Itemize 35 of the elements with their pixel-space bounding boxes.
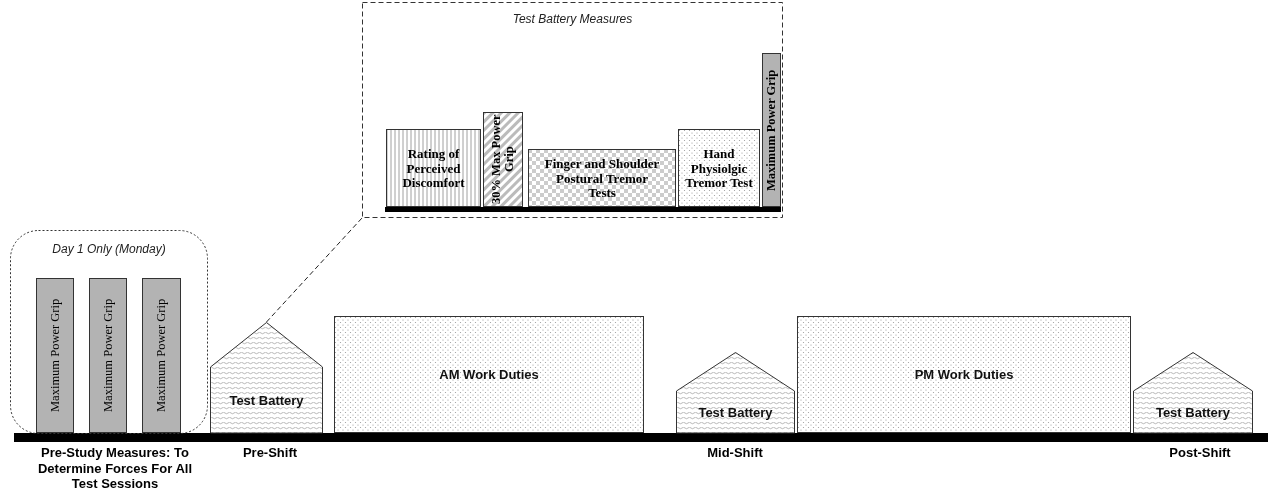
block-label: Test Battery [228, 391, 305, 410]
panel-title: Day 1 Only (Monday) [51, 242, 167, 256]
panel-title: Test Battery Measures [511, 12, 634, 26]
bar-label: Hand Physiolgic Tremor Test [684, 144, 754, 193]
measure-bar [762, 53, 781, 207]
phase-label: Mid-Shift [706, 445, 764, 461]
measure-bar [528, 149, 676, 207]
block-label: AM Work Duties [438, 366, 540, 384]
bar-label: Maximum Power Grip [763, 68, 779, 193]
phase-label: Pre-Shift [241, 445, 299, 461]
block-label: Test Battery [697, 403, 774, 422]
block-label: PM Work Duties [913, 366, 1015, 384]
callout-line [266, 217, 363, 323]
measure-bar [386, 129, 481, 207]
block-label: Test Battery [1154, 403, 1232, 422]
measure-bar [483, 112, 523, 207]
bar-label: Rating of Perceived Discomfort [401, 144, 466, 193]
phase-label: Post-Shift [1168, 445, 1232, 461]
callout-panel [362, 2, 783, 218]
bar-label: Finger and Shoulder Postural Tremor Tests [543, 154, 661, 203]
bar-label: 30% Max Power Grip [487, 113, 517, 207]
phase-label: Pre-Study Measures: To Determine Forces For All Test Sessions [36, 445, 194, 492]
bar-label: Maximum Power Grip [99, 297, 116, 415]
work-block [334, 316, 644, 433]
measure-bar [678, 129, 760, 207]
bar-label: Maximum Power Grip [153, 297, 169, 415]
session-block [676, 352, 795, 433]
work-block [797, 316, 1131, 433]
session-block [210, 322, 323, 433]
measure-bar [142, 278, 181, 433]
measure-bar [36, 278, 74, 433]
group-panel [10, 230, 208, 434]
session-block [1133, 352, 1253, 433]
measure-bar [89, 278, 127, 433]
bar-label: Maximum Power Grip [46, 297, 63, 415]
